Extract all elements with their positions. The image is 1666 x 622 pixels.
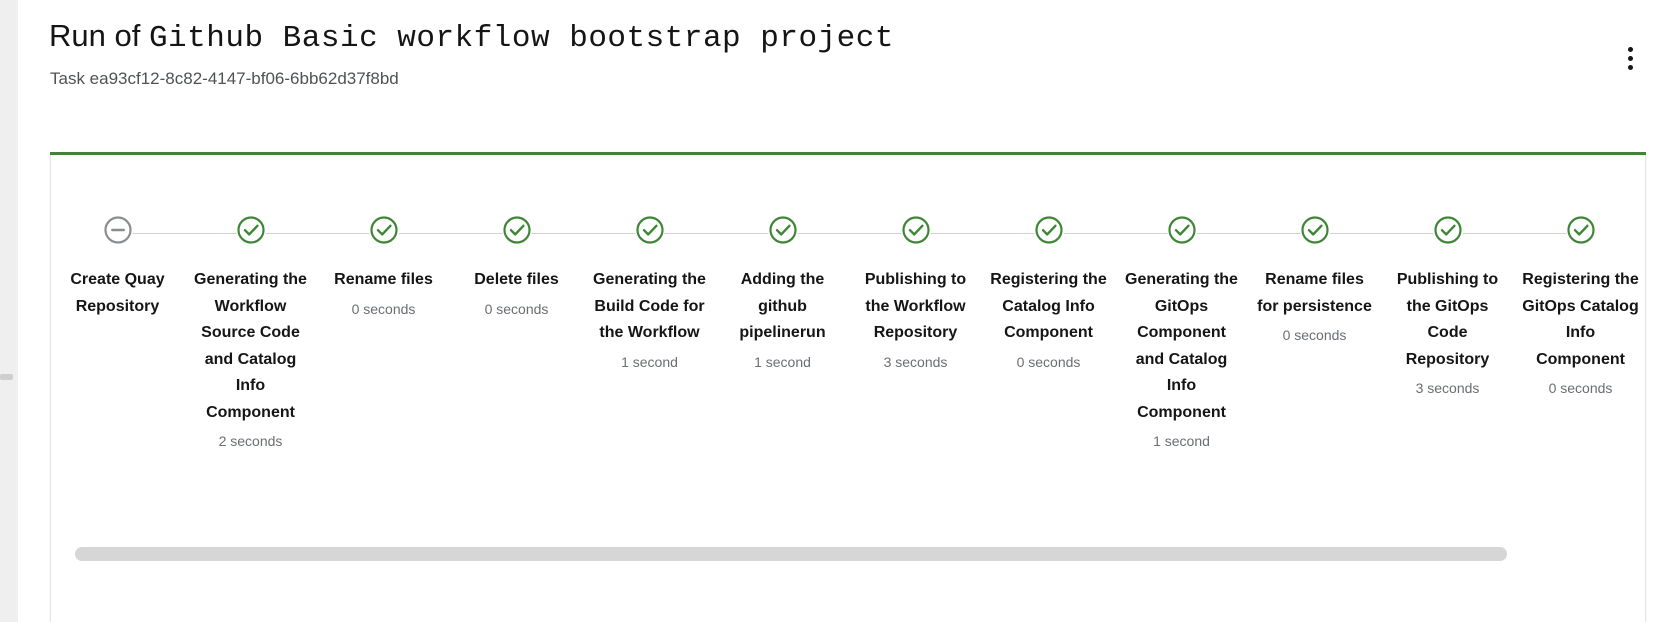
check-circle-icon	[767, 215, 798, 245]
step-label: Adding the github pipelinerun	[739, 271, 826, 341]
step-connector-line	[250, 233, 384, 234]
step-connector-line	[383, 233, 517, 234]
step-connector-line	[649, 233, 783, 234]
step-label: Generating the Build Code for the Workfl…	[593, 271, 706, 341]
check-circle-icon	[900, 215, 931, 245]
kebab-dot	[1627, 46, 1633, 52]
step-connector-line	[915, 233, 1049, 234]
page-title-prefix: Run of	[49, 18, 149, 53]
page-title: Run of Github Basic workflow bootstrap p…	[49, 14, 894, 61]
stepper-step[interactable]: Rename files 0 seconds	[250, 215, 450, 322]
stepper-step[interactable]: Adding the github pipelinerun 1 second	[649, 215, 849, 375]
step-label: Registering the GitOps Catalog Info Comp…	[1522, 271, 1639, 368]
stepper-step[interactable]: Create Quay Repository	[51, 215, 184, 320]
horizontal-scrollbar[interactable]	[75, 547, 1623, 561]
check-circle-icon	[1299, 215, 1330, 245]
step-duration: 1 second	[621, 353, 678, 370]
stepper-scroll-area[interactable]: Create Quay Repository Generating the Wor…	[51, 155, 1645, 545]
check-circle-icon	[634, 215, 665, 245]
check-circle-icon	[1166, 215, 1197, 245]
card-status-accent-bar	[50, 152, 1646, 157]
stepper-step[interactable]: Delete files 0 seconds	[383, 215, 583, 322]
minus-circle-icon	[102, 215, 133, 245]
page-title-workflow: Github Basic workflow bootstrap project	[148, 21, 894, 56]
stepper-step[interactable]: Publishing to the Workflow Repository 3 s…	[782, 215, 982, 375]
step-duration: 0 seconds	[1282, 327, 1347, 343]
step-label: Generating the GitOps Component and Cata…	[1125, 271, 1238, 421]
step-duration: 2 seconds	[218, 433, 283, 449]
step-label: Rename files	[334, 271, 433, 288]
step-duration: 1 second	[1153, 433, 1210, 449]
kebab-dot	[1627, 55, 1633, 61]
step-label: Delete files	[474, 271, 559, 288]
step-connector-line	[117, 233, 251, 234]
step-label: Rename files for persistence	[1257, 271, 1372, 315]
check-circle-icon	[368, 215, 399, 245]
check-circle-icon	[1033, 215, 1064, 245]
step-label: Registering the Catalog Info Component	[990, 271, 1107, 341]
step-label: Publishing to the GitOps Code Repository	[1396, 271, 1499, 368]
check-circle-icon	[1565, 215, 1596, 245]
step-connector-line	[782, 233, 916, 234]
step-duration: 1 second	[754, 353, 811, 370]
step-duration: 0 seconds	[1548, 380, 1613, 396]
step-label: Create Quay Repository	[70, 271, 165, 315]
check-circle-icon	[501, 215, 532, 245]
step-duration: 0 seconds	[484, 300, 549, 317]
left-rail	[0, 0, 18, 622]
step-duration: 3 seconds	[1415, 380, 1480, 396]
step-label: Generating the Workflow Source Code and …	[194, 271, 307, 421]
page-header: Run of Github Basic workflow bootstrap p…	[18, 0, 1666, 150]
run-progress-card: Create Quay Repository Generating the Wor…	[50, 155, 1646, 622]
sidebar-resize-handle[interactable]	[0, 374, 13, 380]
kebab-dot	[1627, 64, 1633, 70]
stepper-step[interactable]: Registering the GitOps Catalog Info Comp…	[1447, 215, 1645, 402]
step-connector-line	[516, 233, 650, 234]
task-id-subtitle: Task ea93cf12-8c82-4147-bf06-6bb62d37f8b…	[50, 69, 399, 88]
horizontal-scrollbar-thumb[interactable]	[75, 547, 1507, 561]
check-circle-icon	[1432, 215, 1463, 245]
step-duration: 0 seconds	[1016, 353, 1081, 370]
step-connector-line	[1181, 233, 1315, 234]
step-duration: 3 seconds	[883, 353, 948, 370]
stepper-step[interactable]: Rename files for persistence 0 seconds	[1181, 215, 1381, 349]
progress-stepper: Create Quay Repository Generating the Wor…	[51, 155, 1645, 455]
check-circle-icon	[235, 215, 266, 245]
step-connector-line	[1447, 233, 1581, 234]
stepper-step[interactable]: Generating the Workflow Source Code and …	[117, 215, 317, 455]
stepper-step[interactable]: Generating the GitOps Component and Cata…	[1048, 215, 1248, 455]
stepper-step[interactable]: Publishing to the GitOps Code Repository…	[1314, 215, 1514, 402]
stepper-step[interactable]: Registering the Catalog Info Component 0 …	[915, 215, 1115, 375]
stepper-step[interactable]: Generating the Build Code for the Workfl…	[516, 215, 716, 375]
step-connector-line	[1314, 233, 1448, 234]
step-connector-line	[1048, 233, 1182, 234]
step-label: Publishing to the Workflow Repository	[864, 271, 967, 341]
kebab-menu-icon[interactable]	[1610, 38, 1650, 78]
step-duration: 0 seconds	[351, 300, 416, 317]
